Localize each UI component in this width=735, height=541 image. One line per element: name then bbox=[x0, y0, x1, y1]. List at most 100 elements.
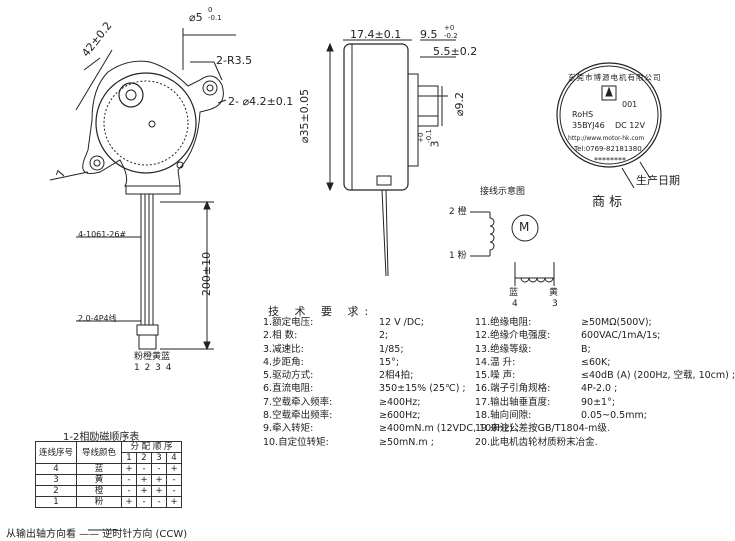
spec-item: 11.绝缘电阻: ≥50MΩ(500V); bbox=[475, 316, 700, 329]
spec-item: 13.绝缘等级:B; bbox=[475, 343, 700, 356]
spec-value: ≥400Hz; bbox=[379, 396, 421, 408]
spec-key: 3.减速比: bbox=[263, 343, 304, 355]
spec-item: 5.驱动方式:2相4拍; bbox=[263, 369, 473, 382]
wire-color-cell: 粉 bbox=[76, 496, 122, 508]
wire-color-cell: 橙 bbox=[76, 485, 122, 497]
spec-key: 16.端子引角规格: bbox=[475, 383, 551, 395]
dim-d9-2: ⌀9.2 bbox=[453, 91, 467, 117]
spec-value: 350±15% (25℃) ; bbox=[379, 383, 466, 395]
spec-value: ≥400mN.m (12VDC, 100Hz) ; bbox=[379, 423, 520, 435]
motor-front-view bbox=[49, 28, 236, 351]
nameplate-brand: 东莞市博源电机有限公司 bbox=[568, 73, 662, 82]
wire-no-cell: 4 bbox=[35, 463, 77, 475]
connector-spec: 2.0-4P4线 bbox=[78, 314, 117, 323]
technical-drawing bbox=[49, 28, 662, 531]
polarity-cell: - bbox=[121, 485, 137, 497]
dim-5-5: 5.5±0.2 bbox=[433, 45, 478, 58]
spec-item: 14.温 升:≤60K; bbox=[475, 356, 700, 369]
wiring-yellow: 黄 bbox=[549, 288, 559, 298]
production-date-label: 生产日期 bbox=[636, 174, 680, 187]
polarity-cell: + bbox=[166, 463, 182, 475]
spec-key: 10.自定位转矩: bbox=[263, 436, 329, 448]
spec-value: 2; bbox=[379, 330, 389, 342]
spec-item: 6.直流电阻: 350±15% (25℃) ; bbox=[263, 382, 473, 395]
spec-item: 7.空载牵入频率: ≥400Hz; bbox=[263, 396, 473, 409]
rotation-direction-note: 从输出轴方向看 —— 逆时针方向 (CCW) bbox=[6, 529, 188, 540]
spec-item: 4.步距角: 15°; bbox=[263, 356, 473, 369]
spec-item: 16.端子引角规格:4P-2.0 ; bbox=[475, 382, 700, 395]
spec-value: ≥600Hz; bbox=[379, 410, 421, 422]
nameplate-code: 001 bbox=[622, 100, 638, 109]
spec-value: ≥50mN.m ; bbox=[379, 436, 434, 448]
nameplate bbox=[556, 62, 662, 189]
spec-value: B; bbox=[581, 343, 591, 355]
nameplate-website: http://www.motor-hk.com bbox=[568, 135, 645, 142]
spec-value: 12 V /DC; bbox=[379, 317, 424, 328]
spec-key: 18.轴向间隙: bbox=[475, 410, 532, 422]
step-header: 4 bbox=[166, 452, 182, 464]
spec-item: 10.自定位转矩: ≥50mN.m ; bbox=[263, 436, 473, 449]
polarity-cell: - bbox=[121, 474, 137, 486]
wiring-blue: 蓝 bbox=[509, 288, 519, 298]
wire-no-cell: 2 bbox=[35, 485, 77, 497]
spec-key: 2.相 数: bbox=[263, 330, 298, 342]
step-header: 1 bbox=[121, 452, 137, 464]
dim-d5: ⌀5 bbox=[189, 11, 203, 24]
lead-spec: 4-1061-26# bbox=[78, 230, 127, 239]
spec-item: 12.绝缘介电强度:600VAC/1mA/1s; bbox=[475, 329, 700, 342]
spec-value: ≥50MΩ(500V); bbox=[581, 317, 652, 328]
dim-d5-tolerance: 0 -0.1 bbox=[208, 6, 222, 22]
polarity-cell: + bbox=[151, 485, 167, 497]
wiring-lead-2: 2 橙 bbox=[449, 207, 467, 217]
spec-item: 9.牵入转矩: ≥400mN.m (12VDC, 100Hz) ; bbox=[263, 422, 519, 435]
spec-key: 17.输出轴垂直度: bbox=[475, 396, 551, 408]
wire-colors: 粉橙黄蓝 bbox=[134, 352, 171, 362]
polarity-cell: + bbox=[121, 496, 137, 508]
wire-no-cell: 1 bbox=[35, 496, 77, 508]
spec-key: 6.直流电阻: bbox=[263, 383, 314, 395]
spec-value: 2相4拍; bbox=[379, 370, 414, 382]
spec-value: 600VAC/1mA/1s; bbox=[581, 330, 661, 342]
wiring-num-3: 3 bbox=[552, 299, 558, 309]
spec-item: 19.未注公差按GB/T1804-m级. bbox=[475, 422, 700, 435]
spec-value: 15°; bbox=[379, 356, 400, 368]
wiring-motor-symbol: M bbox=[519, 220, 530, 234]
spec-item: 15.噪 声:≤40dB (A) (200Hz, 空载, 10cm) ; bbox=[475, 369, 735, 382]
step-header: 3 bbox=[151, 452, 167, 464]
polarity-cell: - bbox=[151, 496, 167, 508]
wire-color-cell: 黄 bbox=[76, 474, 122, 486]
dim-r35: 2-R3.5 bbox=[216, 54, 253, 67]
wire-no-cell: 3 bbox=[35, 474, 77, 486]
spec-key: 1.额定电压: bbox=[263, 317, 314, 328]
polarity-cell: + bbox=[136, 485, 152, 497]
polarity-cell: - bbox=[136, 496, 152, 508]
dim-9-5-tolerance: +0 -0.2 bbox=[444, 24, 458, 40]
step-header: 2 bbox=[136, 452, 152, 464]
spec-item: 3.减速比: 1/85; bbox=[263, 343, 473, 356]
spec-item: 2.相 数: 2; bbox=[263, 329, 473, 342]
polarity-cell: + bbox=[136, 474, 152, 486]
nameplate-model: 35BYJ46 bbox=[572, 121, 605, 130]
dim-hole: 2- ⌀4.2±0.1 bbox=[228, 95, 294, 108]
spec-value: 1/85; bbox=[379, 343, 404, 355]
wire-color-cell: 蓝 bbox=[76, 463, 122, 475]
dim-3-tolerance: +0 -0.1 bbox=[416, 129, 433, 143]
polarity-cell: + bbox=[121, 463, 137, 475]
spec-item: 20.此电机齿轮材质粉末冶金. bbox=[475, 436, 700, 449]
spec-key: 7.空载牵入频率: bbox=[263, 396, 333, 408]
spec-item: 1.额定电压: 12 V /DC; bbox=[263, 316, 473, 329]
nameplate-serial: ******** bbox=[594, 156, 626, 165]
spec-key: 19.未注公差按GB/T1804-m级. bbox=[475, 423, 610, 435]
spec-key: 15.噪 声: bbox=[475, 370, 516, 382]
spec-value: ≤60K; bbox=[581, 356, 611, 368]
motor-side-view bbox=[326, 39, 456, 277]
specs-title: 技 术 要 求: bbox=[268, 305, 375, 318]
spec-key: 20.此电机齿轮材质粉末冶金. bbox=[475, 436, 598, 448]
spec-key: 9.牵入转矩: bbox=[263, 423, 314, 435]
spec-key: 11.绝缘电阻: bbox=[475, 317, 532, 328]
dim-9-5: 9.5 bbox=[420, 28, 438, 41]
spec-key: 4.步距角: bbox=[263, 356, 304, 368]
